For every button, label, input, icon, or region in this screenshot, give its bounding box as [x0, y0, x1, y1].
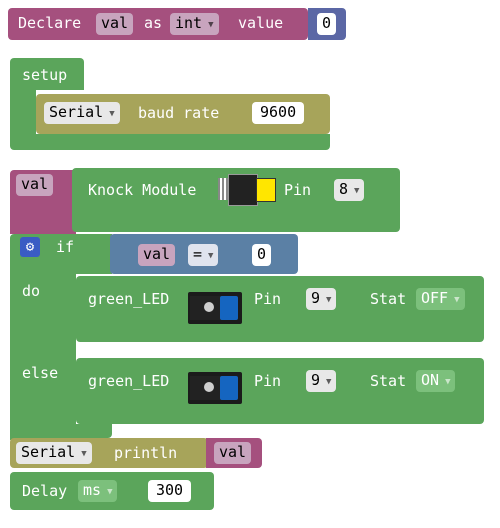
led-do-pin-value: 9 — [311, 289, 321, 307]
else-label: else — [22, 364, 59, 382]
chevron-down-icon: ▼ — [109, 109, 115, 119]
chevron-down-icon: ▼ — [454, 295, 460, 305]
declare-variable-field[interactable]: val — [96, 13, 134, 35]
led-do-pin-label: Pin — [254, 290, 282, 308]
println-port-dropdown[interactable]: Serial ▼ — [16, 442, 92, 464]
led-do-pin-dropdown[interactable]: 9▼ — [306, 288, 337, 310]
declare-type-value: int — [175, 14, 203, 32]
condition-operator-value: = — [193, 245, 203, 263]
knock-pin-dropdown[interactable]: 8▼ — [334, 179, 365, 201]
knock-pin-value: 8 — [339, 180, 349, 198]
gear-icon[interactable]: ⚙ — [20, 237, 40, 257]
led-do-label: green_LED — [88, 290, 170, 308]
led-else-pin-dropdown[interactable]: 9▼ — [306, 370, 337, 392]
declare-value-label: value — [238, 14, 284, 32]
declare-type-dropdown[interactable]: int ▼ — [170, 13, 219, 35]
led-do-stat-label: Stat — [370, 290, 407, 308]
println-label: println — [114, 444, 178, 462]
declare-as-label: as — [144, 14, 163, 32]
chevron-down-icon: ▼ — [208, 20, 214, 30]
chevron-down-icon: ▼ — [81, 449, 87, 459]
if-block-bottom — [10, 424, 112, 438]
led-do-stat-value: OFF — [421, 289, 449, 307]
if-block-arm — [10, 270, 76, 440]
assign-variable-field[interactable]: val — [16, 174, 54, 196]
serial-port-value: Serial — [49, 103, 104, 121]
println-port-value: Serial — [21, 443, 76, 461]
chevron-down-icon: ▼ — [107, 487, 113, 497]
serial-port-dropdown[interactable]: Serial ▼ — [44, 102, 120, 124]
led-else-stat-value: ON — [421, 371, 440, 389]
setup-block-bottom — [10, 134, 330, 150]
knock-module-label: Knock Module — [88, 181, 197, 199]
if-label: if — [56, 238, 75, 256]
declare-label: Declare — [18, 14, 82, 32]
led-else-stat-label: Stat — [370, 372, 407, 390]
led-else-label: green_LED — [88, 372, 170, 390]
led-do-stat-dropdown[interactable]: OFF ▼ — [416, 288, 465, 310]
chevron-down-icon: ▼ — [326, 295, 332, 305]
do-label: do — [22, 282, 41, 300]
led-else-stat-dropdown[interactable]: ON ▼ — [416, 370, 456, 392]
setup-block-arm — [10, 88, 36, 136]
led-module-icon — [188, 292, 242, 324]
led-else-pin-value: 9 — [311, 371, 321, 389]
led-module-icon — [188, 372, 242, 404]
delay-label: Delay — [22, 482, 68, 500]
led-do-block[interactable] — [76, 276, 484, 342]
baud-rate-input[interactable]: 9600 — [252, 102, 305, 124]
delay-unit-value: ms — [83, 481, 102, 499]
condition-left-variable[interactable]: val — [138, 244, 176, 266]
setup-label: setup — [22, 66, 68, 84]
delay-value-input[interactable]: 300 — [148, 480, 192, 502]
delay-unit-dropdown[interactable]: ms ▼ — [78, 480, 118, 502]
knock-sensor-icon — [218, 172, 276, 206]
baud-rate-label: baud rate — [138, 104, 220, 122]
condition-operator-dropdown[interactable]: =▼ — [188, 244, 219, 266]
chevron-down-icon: ▼ — [354, 186, 360, 196]
led-else-block[interactable] — [76, 358, 484, 424]
declare-block[interactable] — [8, 8, 308, 40]
led-else-pin-label: Pin — [254, 372, 282, 390]
chevron-down-icon: ▼ — [326, 377, 332, 387]
setup-block[interactable] — [10, 58, 84, 90]
condition-right-input[interactable]: 0 — [252, 244, 272, 266]
println-arg-variable[interactable]: val — [214, 442, 252, 464]
knock-pin-label: Pin — [284, 181, 312, 199]
declare-value-input[interactable]: 0 — [317, 13, 337, 35]
chevron-down-icon: ▼ — [208, 251, 214, 261]
chevron-down-icon: ▼ — [445, 377, 451, 387]
